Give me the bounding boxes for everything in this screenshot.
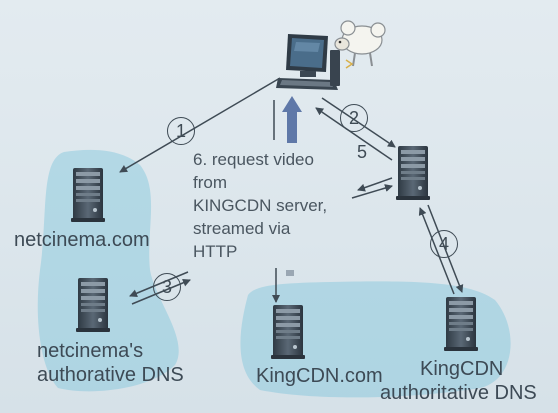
netcinema-dns-label: netcinema's authorative DNS (37, 339, 184, 387)
arrow-step1 (119, 77, 281, 173)
sheep-clipart-icon (334, 20, 386, 69)
step-3-badge: 3 (153, 273, 181, 301)
step-5-badge: 5 (356, 142, 367, 162)
desktop-computer-icon (276, 34, 340, 90)
arrow-local-from-netcinema-dns (351, 184, 393, 199)
step-6-line: KINGCDN server, (193, 196, 328, 215)
netcinema-label: netcinema.com (14, 229, 150, 251)
kingcdn-dns-server-icon (444, 297, 478, 351)
step-2-badge: 2 (340, 104, 368, 132)
kingcdn-region (240, 281, 511, 398)
kingcdn-label: KingCDN.com (256, 365, 383, 387)
netcinema-dns-server-icon (76, 278, 110, 332)
kingcdn-server-icon (271, 305, 305, 359)
step-1-badge: 1 (167, 117, 195, 145)
kingcdn-dns-label-line1: KingCDN (420, 358, 504, 380)
step-6-description: 6. request video from KINGCDN server, st… (193, 148, 327, 263)
step-6-line: from (193, 173, 227, 192)
local-dns-server-icon (396, 146, 430, 200)
kingcdn-dns-label: KingCDN authoritative DNS (380, 357, 537, 405)
netcinema-server-icon (71, 168, 105, 222)
step-6-line: streamed via (193, 219, 291, 238)
arrow-step5 (315, 107, 393, 161)
netcinema-dns-label-line2: authorative DNS (37, 364, 184, 386)
kingcdn-dns-label-line2: authoritative DNS (380, 382, 537, 404)
step-6-line: HTTP (193, 242, 238, 261)
netcinema-region (37, 149, 179, 392)
video-stream-arrow-icon (282, 96, 302, 143)
step-6-line: 6. request video (193, 150, 314, 169)
small-marker (286, 270, 294, 276)
step-4-badge: 4 (430, 230, 458, 258)
netcinema-dns-label-line1: netcinema's (37, 340, 144, 362)
arrow-local-to-netcinema-dns (357, 177, 393, 192)
